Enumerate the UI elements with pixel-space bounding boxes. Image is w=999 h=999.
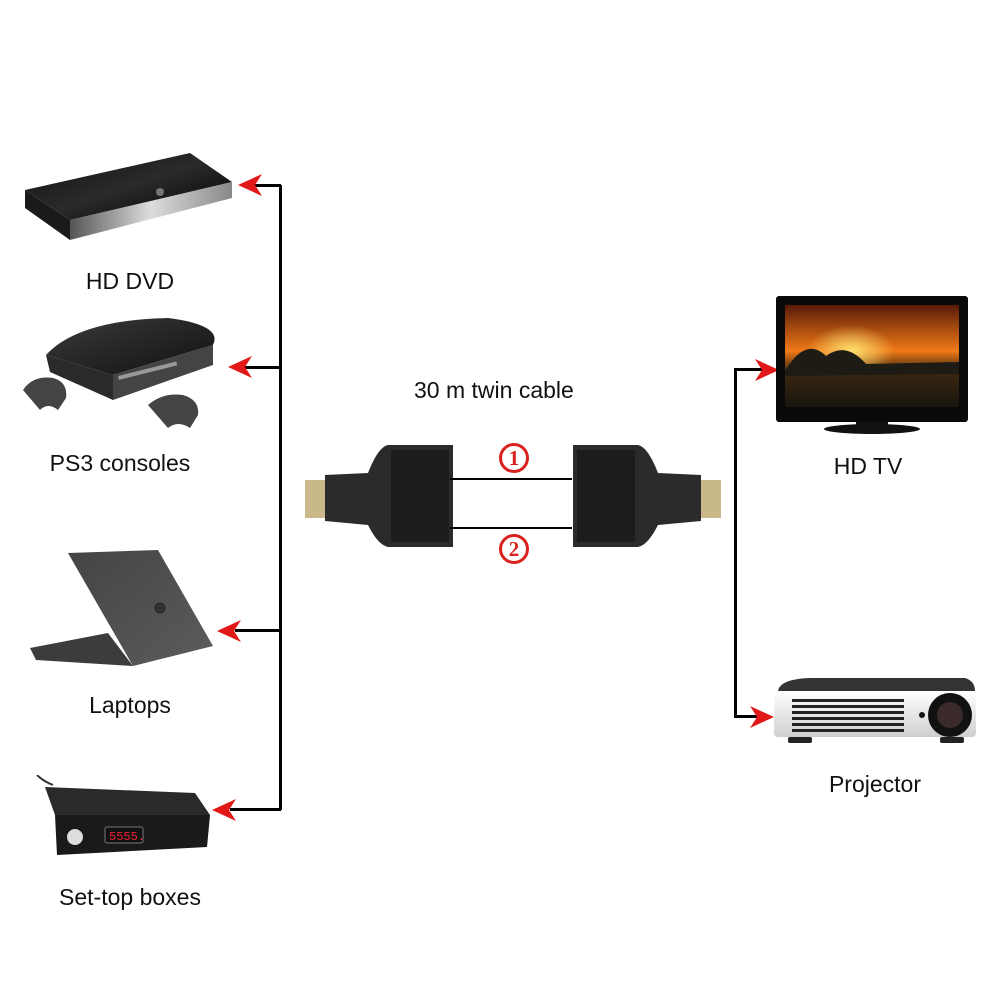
- hdmi-adapter-icon: [573, 445, 721, 547]
- connector-laptops: [235, 629, 281, 632]
- cable-2: [450, 527, 572, 529]
- left-bus-line: [279, 185, 282, 810]
- hdmi-adapter-icon: [305, 445, 453, 547]
- connector-set-top: [230, 808, 281, 811]
- television-icon: [776, 296, 968, 434]
- cable-number-2: 2: [499, 534, 529, 564]
- set-top-box-icon: 5555.: [36, 774, 210, 855]
- device-hd-dvd: [20, 150, 235, 245]
- device-ps3: [18, 310, 218, 435]
- device-label-set-top-boxes: Set-top boxes: [59, 884, 201, 910]
- game-console-icon: [23, 318, 215, 428]
- device-set-top-box: 5555.: [35, 774, 215, 865]
- projector-icon: [774, 678, 976, 743]
- arrow-right-icon: [755, 359, 779, 381]
- laptop-icon: [30, 550, 213, 666]
- device-label-ps3: PS3 consoles: [49, 450, 191, 476]
- right-bus-line: [734, 369, 737, 717]
- connector-projector: [734, 715, 758, 718]
- cable-number-1: 1: [499, 443, 529, 473]
- connector-ps3: [245, 366, 281, 369]
- device-projector: [770, 673, 980, 748]
- arrow-left-icon: [217, 620, 241, 642]
- blu-ray-player-icon: [25, 153, 232, 240]
- device-label-laptops: Laptops: [89, 692, 171, 718]
- display-text: 5555.: [109, 830, 145, 844]
- cable-title: 30 m twin cable: [414, 377, 574, 403]
- arrow-left-icon: [228, 356, 252, 378]
- device-laptop: [28, 548, 218, 673]
- device-hd-tv: [776, 296, 968, 436]
- cable-1: [450, 478, 572, 480]
- device-label-hd-tv: HD TV: [833, 453, 903, 479]
- device-label-projector: Projector: [828, 771, 922, 797]
- arrow-right-icon: [750, 706, 774, 728]
- arrow-left-icon: [238, 174, 262, 196]
- connector-hd-dvd: [255, 184, 281, 187]
- adapter-transmitter: [303, 445, 458, 555]
- arrow-left-icon: [212, 799, 236, 821]
- adapter-receiver: [568, 445, 723, 555]
- device-label-hd-dvd: HD DVD: [85, 268, 175, 294]
- connector-hd-tv: [734, 368, 764, 371]
